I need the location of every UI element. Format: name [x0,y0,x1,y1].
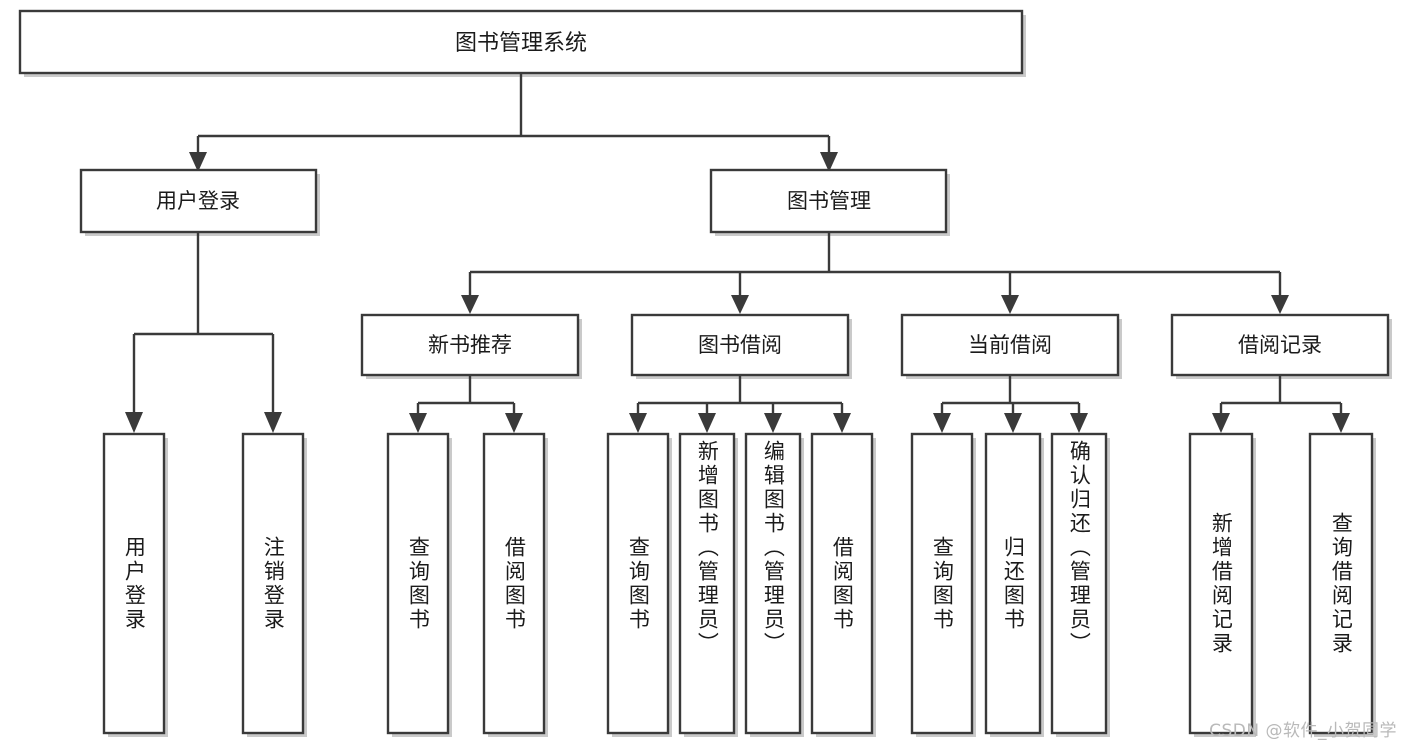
leaf-box-add-book[interactable] [678,432,736,735]
node-new-book-rec-label: 新书推荐 [428,333,512,357]
leaf-box-borrow-book-2[interactable] [810,432,874,735]
leaf-box-confirm-return[interactable] [1050,432,1108,735]
leaf-box-query-book-2[interactable] [606,432,670,735]
watermark-text: CSDN @软件_小贺同学 [1209,721,1397,741]
node-current-borrow-label: 当前借阅 [968,333,1052,357]
node-current-borrow[interactable]: 当前借阅 [900,313,1120,377]
node-user-login-label: 用户登录 [156,189,240,213]
leaf-box-user-logout[interactable] [241,432,305,735]
leaf-box-add-record[interactable] [1188,432,1254,735]
node-root-label: 图书管理系统 [455,31,587,56]
leaf-box-edit-book[interactable] [744,432,802,735]
leaf-box-return-book[interactable] [984,432,1042,735]
leaf-box-user-login[interactable] [102,432,166,735]
node-user-login[interactable]: 用户登录 [79,168,318,234]
leaf-box-query-record[interactable] [1308,432,1374,735]
node-root[interactable]: 图书管理系统 [18,9,1024,75]
node-book-borrow-label: 图书借阅 [698,333,782,357]
leaf-boxes [102,432,1374,735]
node-borrow-record-label: 借阅记录 [1238,333,1322,357]
node-book-borrow[interactable]: 图书借阅 [630,313,850,377]
leaf-box-borrow-book-1[interactable] [482,432,546,735]
node-borrow-record[interactable]: 借阅记录 [1170,313,1390,377]
connectors [125,73,1350,433]
node-book-manage[interactable]: 图书管理 [709,168,948,234]
node-new-book-rec[interactable]: 新书推荐 [360,313,580,377]
leaf-box-query-book-1[interactable] [386,432,450,735]
node-book-manage-label: 图书管理 [787,189,871,213]
leaf-box-query-book-3[interactable] [910,432,974,735]
